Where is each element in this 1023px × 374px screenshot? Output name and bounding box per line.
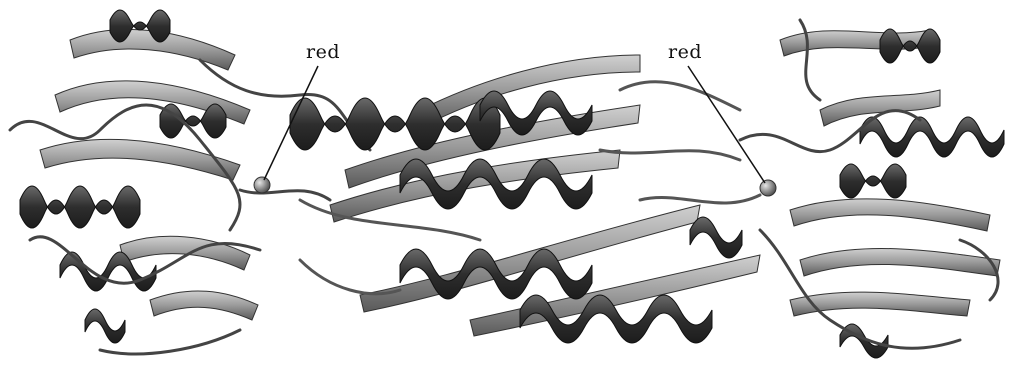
- central-domain: [290, 55, 760, 343]
- right-domain: [740, 20, 1004, 358]
- annotation-label-right: red: [668, 41, 702, 63]
- ion-sphere-right: [760, 180, 776, 196]
- annotation-label-left: red: [306, 41, 340, 63]
- leader-line-right: [688, 66, 765, 183]
- ion-sphere-left: [254, 177, 270, 193]
